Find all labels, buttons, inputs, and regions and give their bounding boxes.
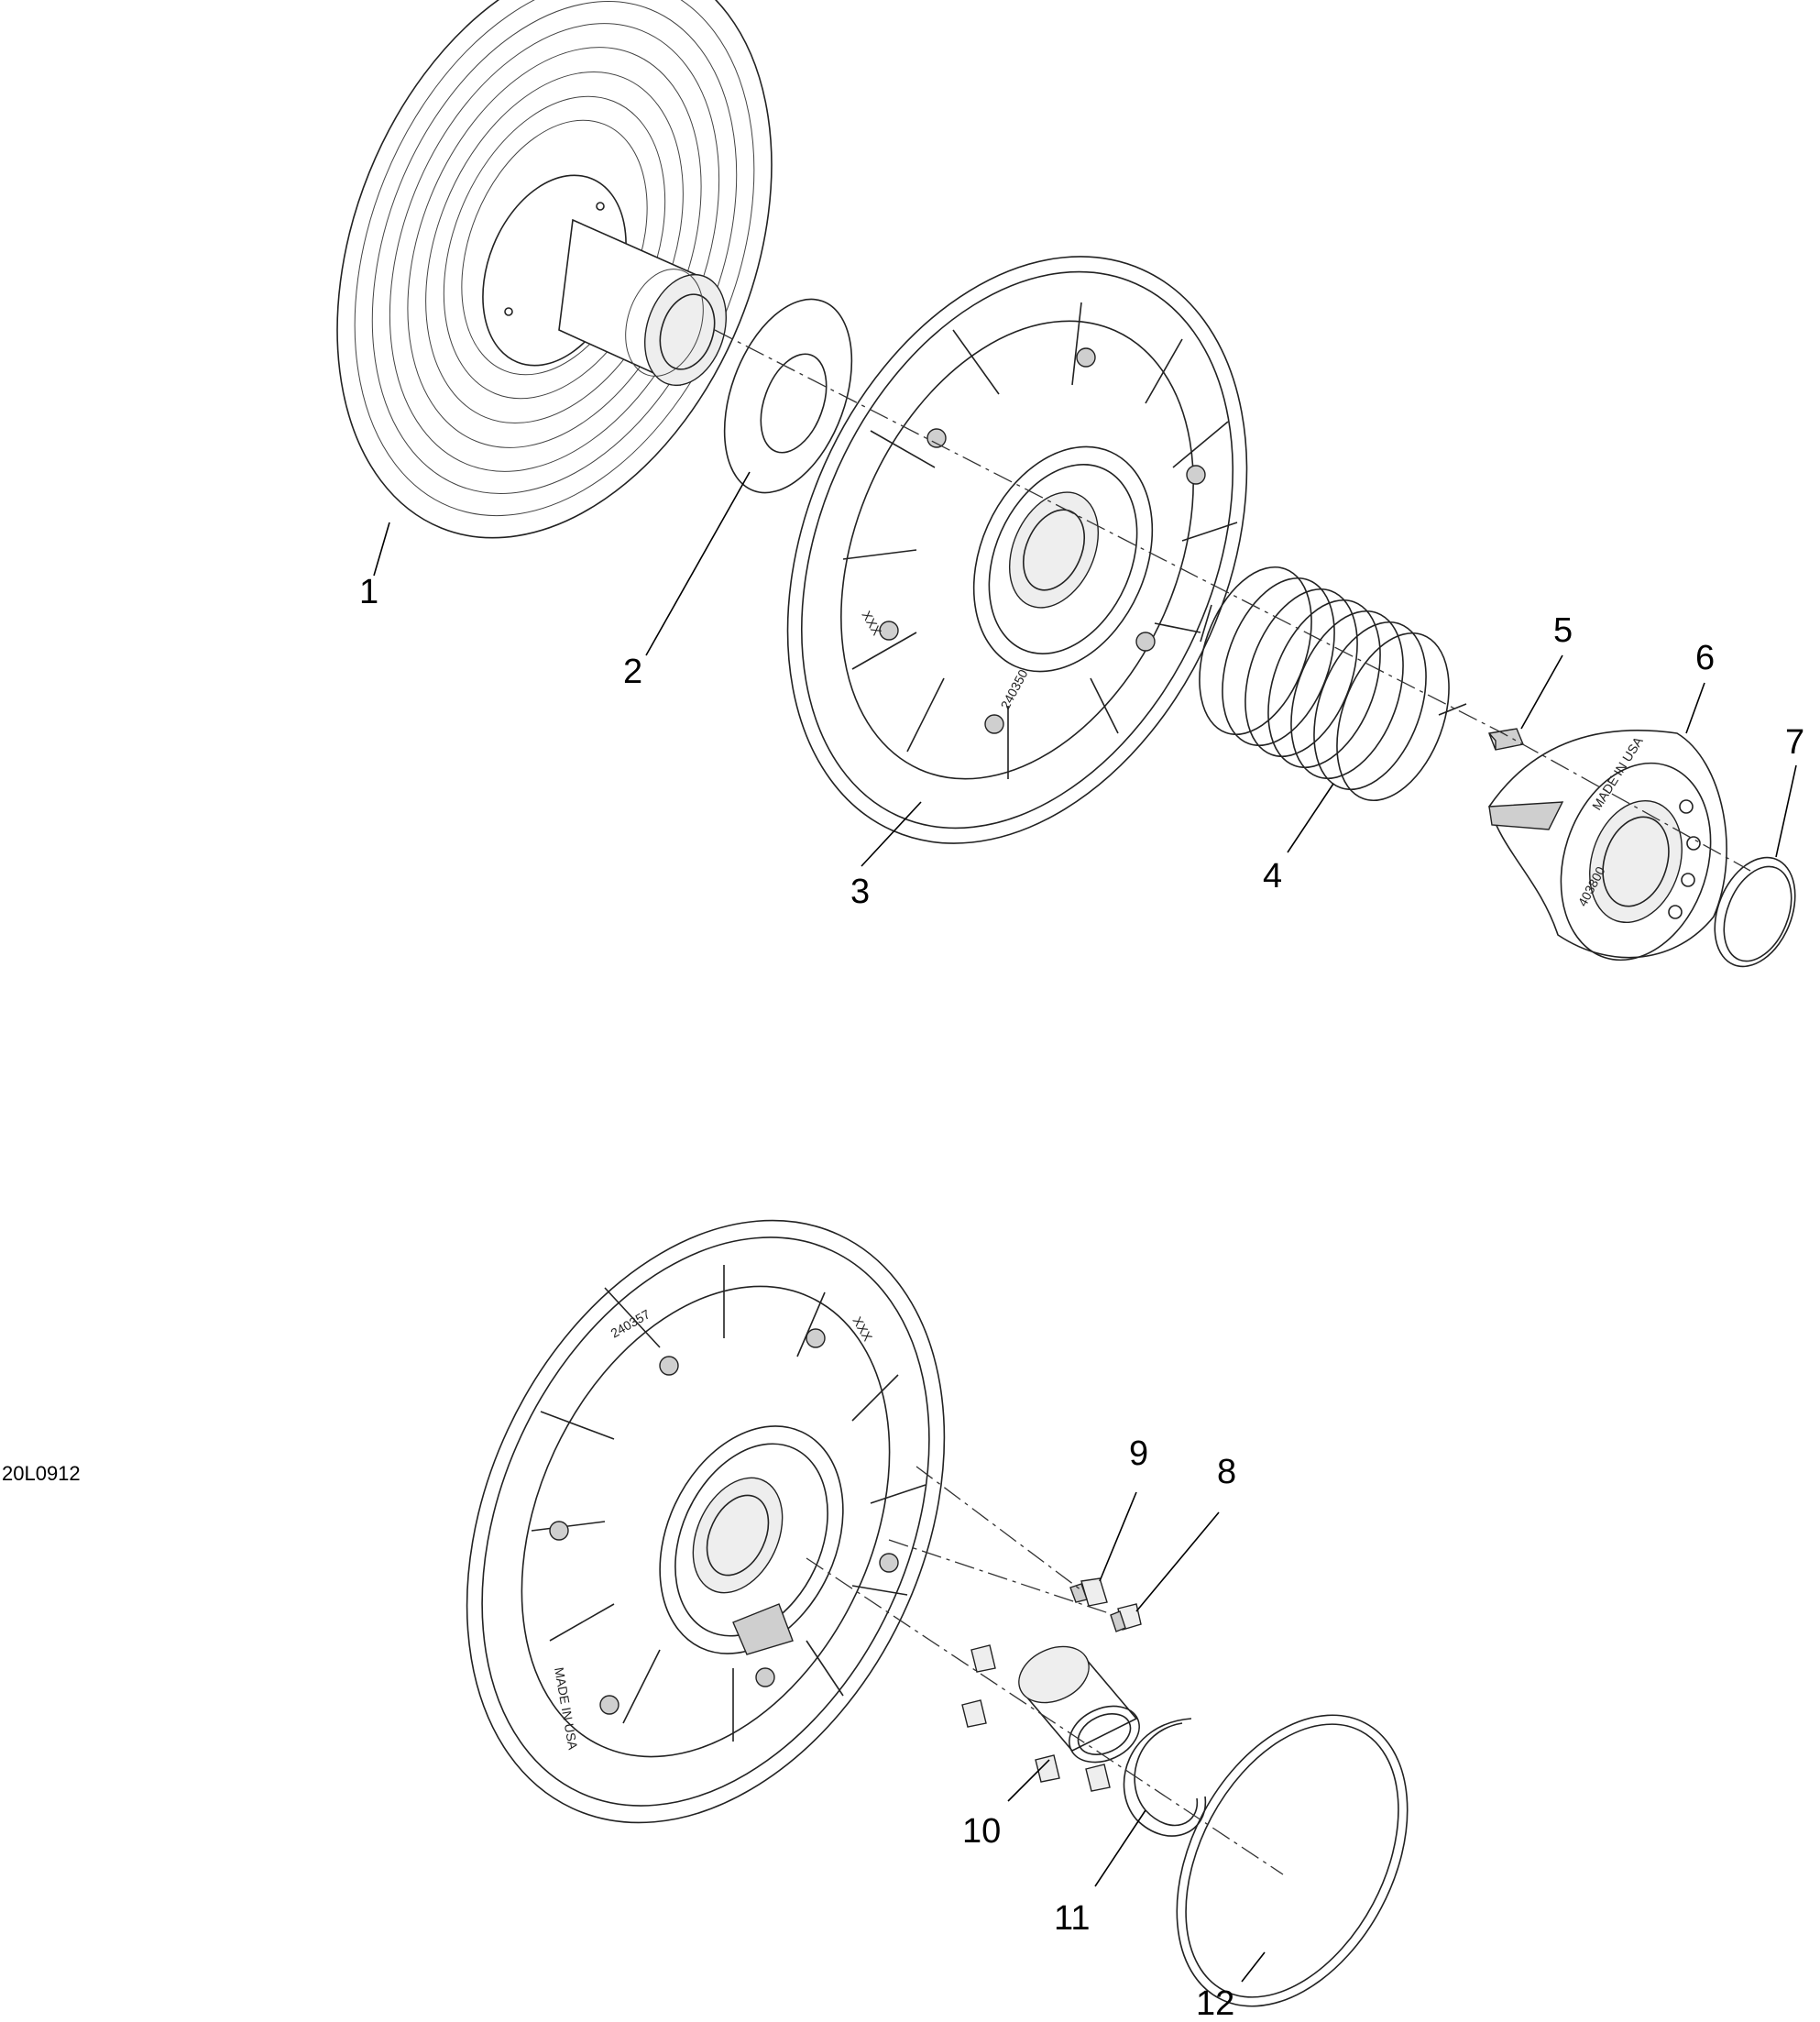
part-9-slider-shoe: [1069, 1577, 1108, 1607]
part-6-cam: MADE IN USA 403800: [1488, 730, 1727, 962]
callout-3: 3: [850, 873, 870, 911]
callout-7: 7: [1785, 723, 1804, 762]
callout-8: 8: [1217, 1453, 1236, 1491]
part-7-retaining-ring: [1714, 856, 1796, 968]
part-5-slider-block: [1488, 728, 1524, 751]
drawing-code: 20L0912: [2, 1462, 81, 1485]
callout-11: 11: [1054, 1899, 1090, 1938]
part-8-slider-shoe: [1110, 1603, 1142, 1632]
callout-9: 9: [1129, 1434, 1148, 1473]
callout-10: 10: [962, 1812, 1001, 1851]
extra-slider-shoes: [961, 1644, 1111, 1792]
part-1-sheave-with-shaft: [336, 0, 773, 539]
callout-4: 4: [1263, 857, 1282, 896]
center-lines-lower: [806, 1466, 1284, 1875]
part-12-large-ring: [1176, 1714, 1409, 2007]
callout-1: 1: [359, 573, 378, 611]
lower-sheave-assembly: 240357 MADE IN USA XXX: [466, 1219, 946, 1824]
part-3-driven-sheave: 240350 XXX: [786, 256, 1248, 844]
leaders-upper: [373, 471, 1797, 867]
part-4-spring: [1199, 566, 1467, 802]
part-10-bushing: [1018, 1645, 1140, 1764]
part-2-washer: [723, 298, 853, 494]
center-line-upper: [714, 329, 1751, 872]
callout-12: 12: [1196, 1984, 1234, 2022]
callout-2: 2: [623, 653, 642, 691]
callout-5: 5: [1553, 611, 1573, 650]
leaders-lower: [1007, 1491, 1266, 1983]
callout-6: 6: [1695, 639, 1715, 677]
